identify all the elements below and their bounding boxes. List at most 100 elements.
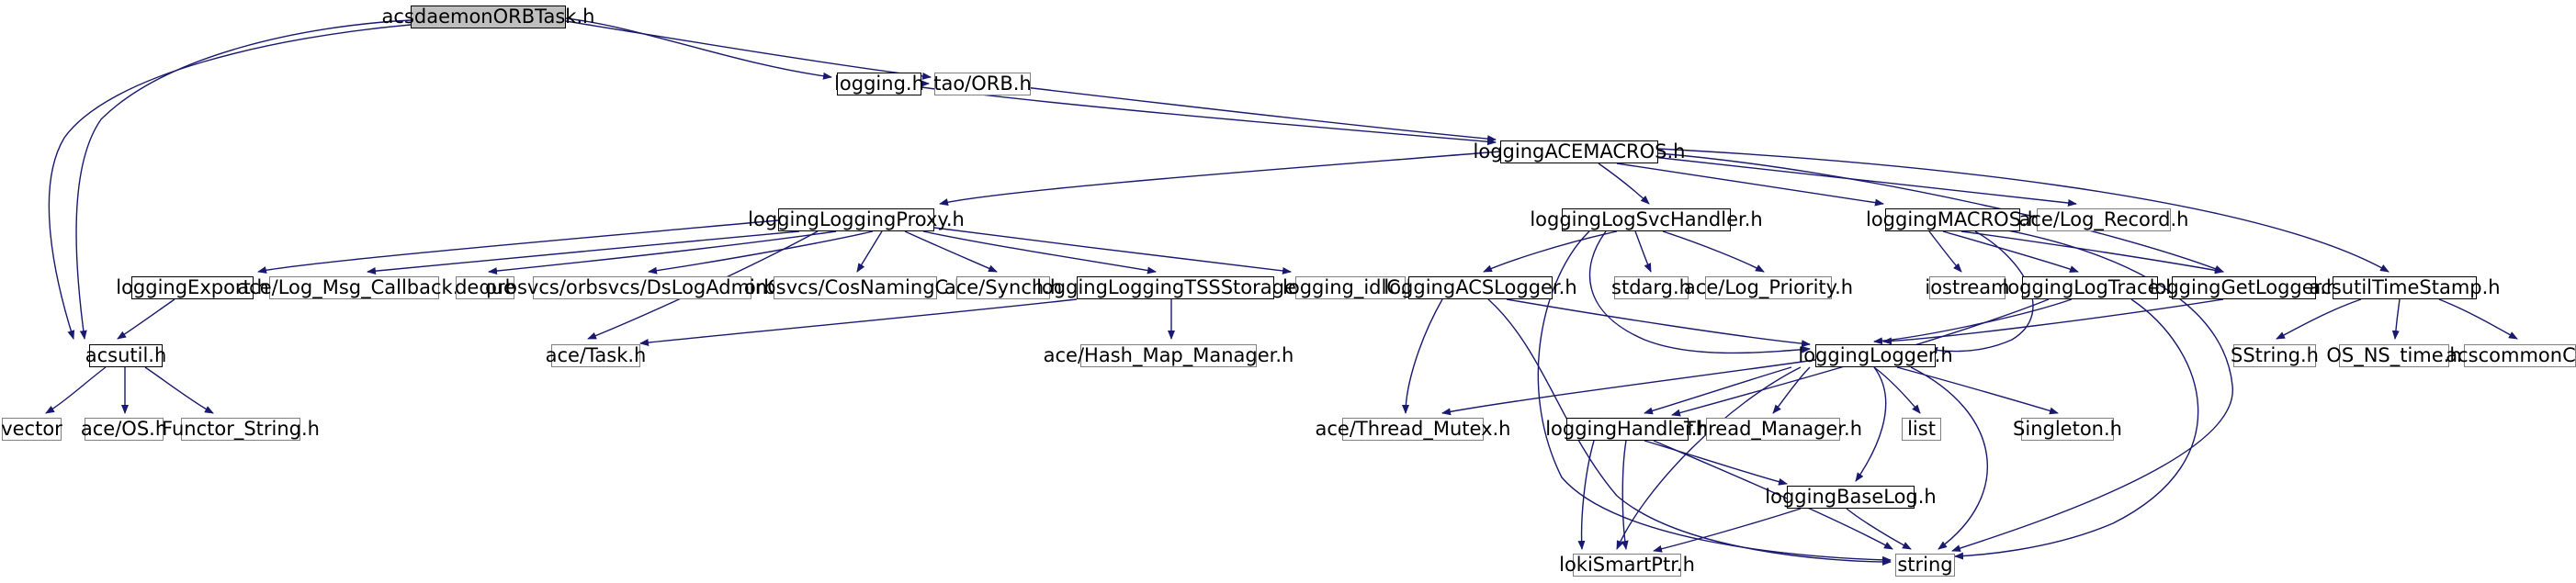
graph-node-singleton-h[interactable]: Singleton.h — [2013, 418, 2122, 441]
graph-edge — [1772, 366, 1811, 414]
graph-edge — [488, 230, 837, 275]
graph-node-list[interactable]: list — [1902, 418, 1941, 441]
graph-edge — [1896, 366, 2059, 415]
graph-node-acsdaemonorbtask-h[interactable]: acsdaemonORBTask.h — [382, 6, 594, 28]
graph-node-loggingacslogger-h[interactable]: loggingACSLogger.h — [1384, 276, 1577, 299]
graph-node-logginghandler-h[interactable]: loggingHandler.h — [1545, 418, 1710, 441]
graph-node-logging-idlc-h[interactable]: logging_idlC.h — [1282, 276, 1418, 299]
graph-edge — [1441, 359, 1816, 416]
graph-node-acsutiltimestamp-h[interactable]: acsutilTimeStamp.h — [2309, 276, 2501, 299]
graph-edge — [856, 230, 883, 273]
graph-node-label: loggingMACROS.h — [1865, 208, 2040, 230]
graph-node-label: loggingLoggingProxy.h — [748, 208, 965, 230]
graph-edge — [117, 298, 175, 340]
graph-node-label: ace/Log_Msg_Callback.h — [237, 276, 471, 298]
graph-node-label: ace/Hash_Map_Manager.h — [1043, 344, 1294, 366]
graph-node-lokismartptr-h[interactable]: lokiSmartPtr.h — [1559, 554, 1695, 577]
graph-node-sstring-h[interactable]: SString.h — [2231, 344, 2319, 367]
graph-node-deque[interactable]: deque — [455, 276, 515, 299]
graph-edge — [1588, 230, 1811, 354]
graph-node-ace-log-record-h[interactable]: ace/Log_Record.h — [2019, 208, 2188, 231]
graph-node-loggingloggingtssstorage-h[interactable]: loggingLoggingTSSStorage.h — [1036, 276, 1315, 299]
graph-edge — [1616, 366, 1802, 550]
graph-node-label: Singleton.h — [2013, 418, 2122, 440]
graph-node-acsutil-h[interactable]: acsutil.h — [85, 344, 166, 367]
graph-node-label: loggingLogger.h — [1798, 344, 1953, 366]
graph-node-ace-hash-map-manager-h[interactable]: ace/Hash_Map_Manager.h — [1044, 344, 1294, 367]
graph-edge — [1960, 230, 2224, 275]
graph-node-label: loggingACSLogger.h — [1384, 276, 1577, 298]
graph-edge — [1942, 230, 2079, 273]
graph-node-logginglogger-h[interactable]: loggingLogger.h — [1798, 344, 1953, 367]
graph-node-stdarg-h[interactable]: stdarg.h — [1611, 276, 1691, 299]
graph-node-label: loggingLogTrace.h — [2002, 276, 2178, 298]
graph-edge — [1928, 230, 2034, 354]
graph-node-label: logging.h — [834, 73, 924, 95]
graph-node-label: OS_NS_time.h — [2326, 344, 2462, 366]
graph-node-orbsvcs-cosnamingc-h[interactable]: orbsvcs/CosNamingC.h — [744, 276, 966, 299]
graph-node-label: string — [1897, 554, 1953, 576]
graph-node-label: loggingHandler.h — [1545, 418, 1710, 440]
graph-node-acscommonc-h[interactable]: acscommonC.h — [2446, 344, 2576, 367]
graph-edge — [922, 230, 1157, 275]
graph-edge — [1644, 155, 2077, 207]
graph-node-ace-os-h[interactable]: ace/OS.h — [81, 418, 167, 441]
graph-edge — [1653, 508, 1802, 553]
graph-node-functor-string-h[interactable]: Functor_String.h — [162, 418, 320, 441]
graph-edge — [1855, 366, 1887, 482]
graph-node-label: Functor_String.h — [162, 418, 320, 440]
graph-node-label: ace/Log_Record.h — [2018, 208, 2189, 230]
graph-node-label: loggingACEMACROS.h — [1473, 140, 1686, 163]
graph-node-label: loggingLogSvcHandler.h — [1530, 208, 1763, 230]
graph-node-label: list — [1907, 418, 1936, 440]
graph-node-label: lokiSmartPtr.h — [1559, 554, 1695, 576]
graph-node-loggingexport-h[interactable]: loggingExport.h — [116, 276, 269, 299]
graph-edge — [45, 366, 107, 414]
graph-edge — [1483, 230, 1618, 273]
graph-edge — [144, 366, 214, 414]
graph-edge — [1873, 366, 1921, 414]
graph-node-loggingloggingproxy-h[interactable]: loggingLoggingProxy.h — [748, 208, 965, 231]
graph-edge — [2391, 298, 2401, 340]
graph-node-label: ace/Task.h — [545, 344, 647, 366]
graph-node-ace-synch-h[interactable]: ace/Synch.h — [944, 276, 1062, 299]
graph-edge — [48, 24, 412, 340]
graph-edge — [1634, 230, 1652, 273]
graph-edge — [639, 298, 1078, 346]
graph-node-loggingbaselog-h[interactable]: loggingBaseLog.h — [1765, 486, 1937, 509]
graph-node-string[interactable]: string — [1895, 554, 1955, 577]
graph-edge — [1951, 227, 2233, 552]
graph-node-label: loggingGetLogger.h — [2149, 276, 2339, 298]
graph-node-os-ns-time-h[interactable]: OS_NS_time.h — [2326, 344, 2462, 367]
graph-node-logginglogtrace-h[interactable]: loggingLogTrace.h — [2002, 276, 2178, 299]
graph-node-thread-manager-h[interactable]: Thread_Manager.h — [1684, 418, 1862, 441]
graph-edge — [2276, 298, 2362, 340]
graph-node-label: ace/Synch.h — [943, 276, 1063, 298]
graph-node-ace-thread-mutex-h[interactable]: ace/Thread_Mutex.h — [1316, 418, 1510, 441]
graph-node-tao-orb-h[interactable]: tao/ORB.h — [933, 73, 1032, 95]
graph-edge — [257, 219, 779, 274]
graph-node-label: loggingLoggingTSSStorage.h — [1036, 276, 1315, 298]
graph-edge — [1598, 163, 1650, 205]
graph-node-ace-task-h[interactable]: ace/Task.h — [546, 344, 646, 367]
graph-node-vector[interactable]: vector — [1, 418, 62, 441]
graph-edge — [1882, 298, 2224, 345]
graph-node-logginglogsvchandler-h[interactable]: loggingLogSvcHandler.h — [1530, 208, 1763, 231]
graph-edge — [648, 230, 874, 275]
graph-edge — [1653, 440, 1893, 550]
graph-node-ace-log-priority-h[interactable]: ace/Log_Priority.h — [1684, 276, 1853, 299]
graph-node-iostream[interactable]: iostream — [1925, 276, 2010, 299]
graph-node-orbsvcs-orbsvcs-dslogadminc-h[interactable]: orbsvcs/orbsvcs/DsLogAdminC.h — [485, 276, 799, 299]
graph-node-logginggetlogger-h[interactable]: loggingGetLogger.h — [2150, 276, 2338, 299]
graph-edge — [1644, 440, 1788, 486]
graph-node-loggingmacros-h[interactable]: loggingMACROS.h — [1866, 208, 2039, 231]
graph-node-loggingacemacros-h[interactable]: loggingACEMACROS.h — [1474, 140, 1685, 163]
graph-edge — [1506, 298, 1811, 348]
graph-node-logging-h[interactable]: logging.h — [834, 73, 924, 95]
graph-node-label: SString.h — [2231, 344, 2319, 366]
graph-edge — [921, 86, 1497, 146]
graph-edge — [904, 230, 998, 273]
graph-edge — [1873, 298, 2073, 345]
graph-node-ace-log-msg-callback-h[interactable]: ace/Log_Msg_Callback.h — [237, 276, 471, 299]
